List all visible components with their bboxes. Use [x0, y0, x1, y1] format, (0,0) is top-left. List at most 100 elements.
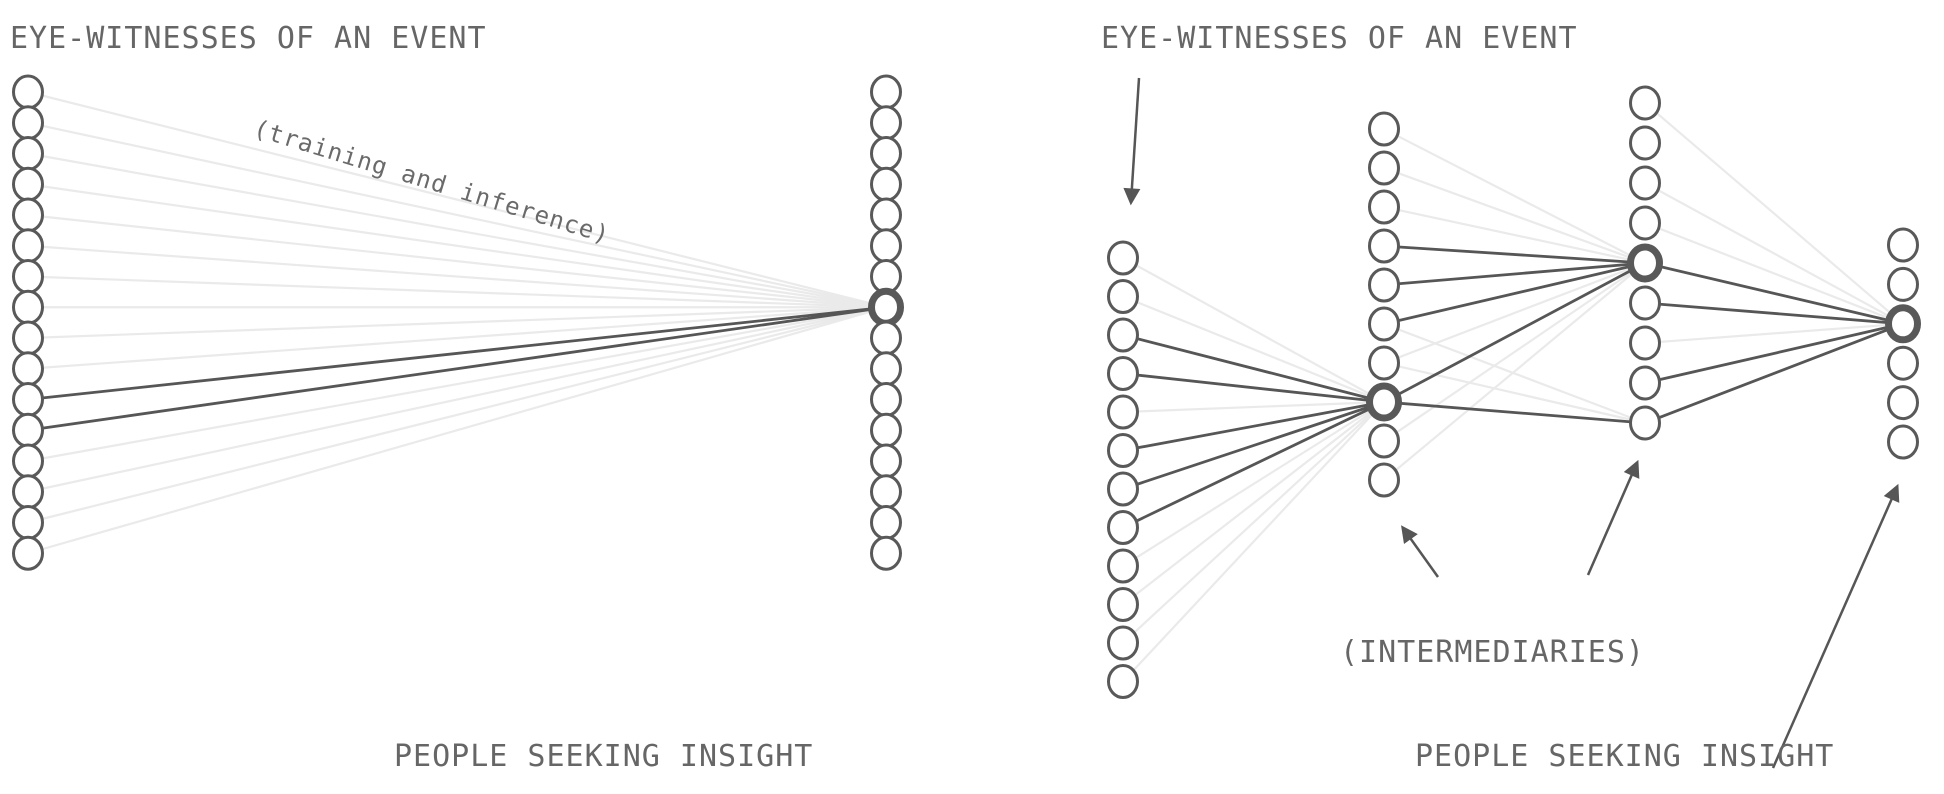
arrow-to-right-people-seeking [1771, 483, 1900, 769]
edge-light [1383, 128, 1646, 264]
node-left-eyewitnesses-3 [12, 136, 44, 171]
node-right-eyewitnesses-10 [1107, 587, 1139, 622]
edge-light [1644, 102, 1904, 325]
node-right-intermediaries-1-9 [1368, 423, 1400, 459]
node-left-eyewitnesses-6 [12, 228, 44, 264]
node-right-intermediaries-2-3 [1629, 165, 1661, 201]
intermediaries-label: (INTERMEDIARIES) [1340, 635, 1645, 670]
edge-light [1383, 322, 1646, 425]
node-right-people-seeking-insight-4 [1887, 345, 1919, 381]
node-left-people-seeking-insight-16 [870, 535, 902, 571]
edge-dark [1122, 333, 1385, 404]
node-left-eyewitnesses-1 [12, 74, 44, 110]
node-right-eyewitnesses-12 [1107, 664, 1139, 699]
node-right-intermediaries-2-8 [1629, 365, 1661, 401]
right-panel-title: EYE-WITNESSES OF AN EVENT [1101, 21, 1578, 56]
node-right-people-seeking-insight-2 [1887, 266, 1919, 302]
edge-light [1122, 400, 1385, 414]
edge-light [1644, 322, 1904, 345]
edge-light [1122, 401, 1385, 567]
edge-dark [1383, 400, 1646, 425]
edge-light [1644, 221, 1904, 325]
edge-light [27, 306, 887, 524]
node-left-people-seeking-insight-6 [870, 228, 902, 264]
node-right-eyewitnesses-11 [1107, 625, 1139, 661]
node-left-eyewitnesses-10 [12, 351, 44, 387]
node-right-intermediaries-1-2 [1368, 150, 1400, 186]
edge-light [1383, 361, 1646, 425]
node-right-intermediaries-2-9 [1629, 405, 1661, 441]
node-left-people-seeking-insight-15 [870, 505, 902, 540]
edge-light [27, 213, 887, 309]
node-right-intermediaries-2-6 [1629, 285, 1661, 321]
edge-dark [1383, 261, 1646, 326]
node-left-people-seeking-insight-9 [870, 320, 902, 356]
node-right-eyewitnesses-1 [1107, 240, 1139, 276]
node-left-eyewitnesses-4 [12, 166, 44, 202]
node-left-people-seeking-insight-4 [870, 166, 902, 202]
node-left-people-seeking-insight-2 [870, 105, 902, 141]
edge-light [1383, 261, 1646, 365]
node-left-eyewitnesses-11 [12, 382, 44, 417]
node-right-people-seeking-insight-6 [1887, 424, 1919, 460]
node-right-intermediaries-1-7 [1368, 345, 1400, 381]
node-left-eyewitnesses-16 [12, 535, 44, 571]
edge-light [27, 152, 887, 309]
edge-dark [27, 305, 887, 432]
node-right-people-seeking-insight-5 [1887, 385, 1919, 421]
left-panel-bottom-label: PEOPLE SEEKING INSIGHT [394, 739, 814, 774]
node-right-intermediaries-1-5 [1368, 267, 1400, 303]
node-right-eyewitnesses-9 [1107, 548, 1139, 584]
edge-light [27, 306, 887, 340]
node-left-eyewitnesses-9 [12, 320, 44, 356]
edge-light [1383, 262, 1646, 481]
node-right-eyewitnesses-3 [1107, 317, 1139, 353]
edge-dark [1644, 261, 1904, 326]
node-right-intermediaries-1-6 [1368, 306, 1400, 342]
edge-dark [1383, 244, 1646, 265]
edge-light [27, 306, 887, 493]
edge-light [1644, 182, 1904, 325]
edge-light [27, 306, 887, 463]
edge-light [1122, 257, 1385, 403]
node-right-intermediaries-1-8-highlighted [1366, 382, 1402, 422]
node-left-people-seeking-insight-3 [870, 136, 902, 171]
arrow-to-intermediaries-1 [1401, 525, 1440, 578]
edge-light [1383, 166, 1646, 265]
node-right-eyewitnesses-8 [1107, 510, 1139, 545]
node-left-people-seeking-insight-7 [870, 259, 902, 294]
edge-light [1122, 401, 1385, 683]
edge-dark [1122, 400, 1385, 452]
node-right-eyewitnesses-7 [1107, 471, 1139, 507]
edge-light [27, 244, 887, 309]
node-left-eyewitnesses-12 [12, 412, 44, 448]
node-left-people-seeking-insight-8-highlighted [868, 287, 904, 327]
edge-light [1383, 262, 1646, 442]
node-right-intermediaries-1-1 [1368, 111, 1400, 147]
node-left-eyewitnesses-7 [12, 259, 44, 294]
node-right-intermediaries-1-4 [1368, 228, 1400, 264]
node-left-people-seeking-insight-12 [870, 412, 902, 448]
edge-light [27, 306, 887, 555]
node-right-intermediaries-2-4 [1629, 205, 1661, 241]
node-left-people-seeking-insight-14 [870, 474, 902, 510]
edge-dark [1383, 261, 1646, 287]
node-right-people-seeking-insight-3-highlighted [1885, 304, 1921, 344]
edge-light [27, 275, 887, 309]
node-left-people-seeking-insight-5 [870, 197, 902, 233]
node-left-eyewitnesses-13 [12, 443, 44, 479]
left-panel-title: EYE-WITNESSES OF AN EVENT [10, 21, 487, 56]
arrow-to-right-eyewitnesses [1123, 77, 1141, 206]
edge-dark [1644, 322, 1904, 385]
node-right-people-seeking-insight-1 [1887, 227, 1919, 263]
node-left-eyewitnesses-8 [12, 289, 44, 325]
node-right-intermediaries-2-5-highlighted [1627, 243, 1663, 283]
nodes-layer [12, 74, 1921, 699]
node-right-intermediaries-2-1 [1629, 85, 1661, 121]
node-right-intermediaries-2-2 [1629, 125, 1661, 161]
node-left-people-seeking-insight-11 [870, 382, 902, 417]
edge-light [1122, 401, 1385, 606]
edge-light [1122, 401, 1385, 644]
node-right-eyewitnesses-5 [1107, 394, 1139, 430]
